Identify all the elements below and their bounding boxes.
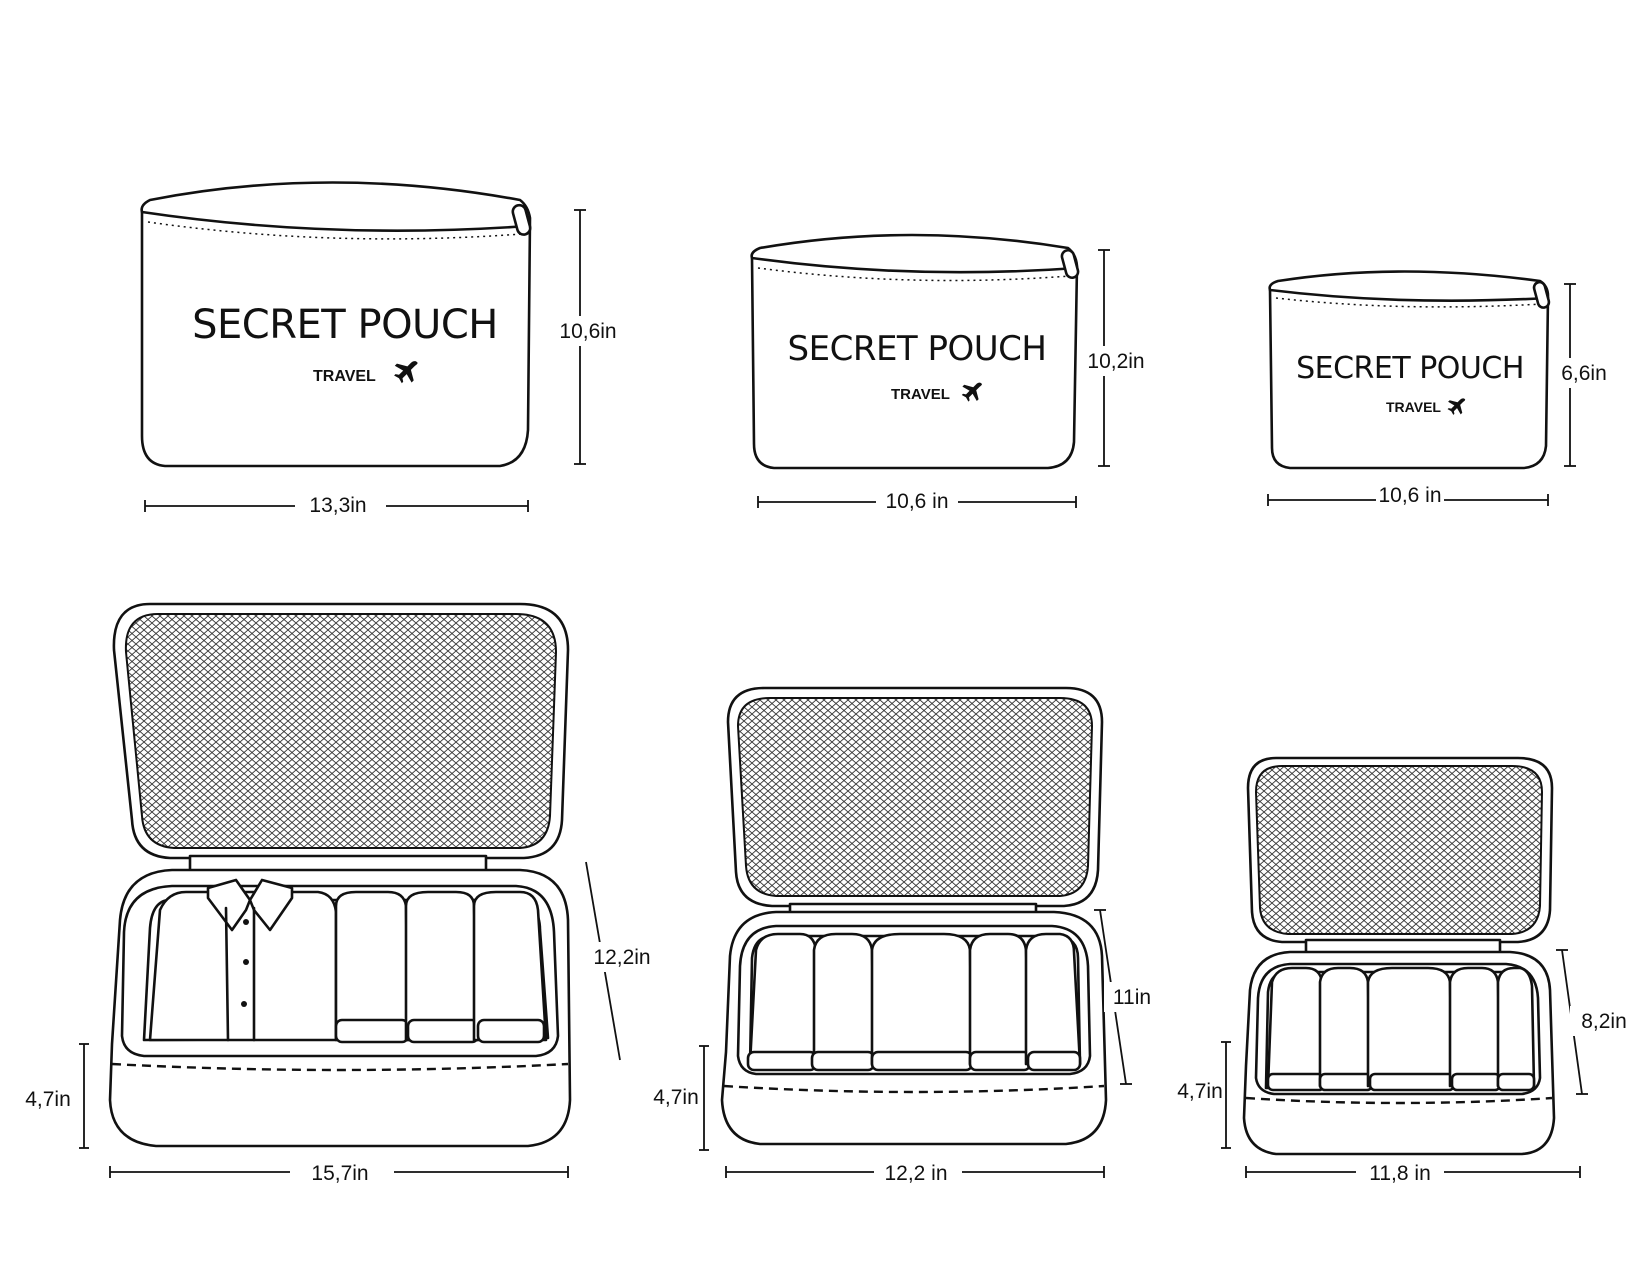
- pouch-brand-text: SECRET POUCH: [1296, 351, 1524, 386]
- width-dimension: 10,6 in: [757, 490, 1077, 513]
- width-label: 12,2 in: [884, 1162, 947, 1185]
- height-dimension: 4,7in: [20, 1043, 89, 1149]
- height-dimension: 10,2in: [1082, 249, 1145, 467]
- pouch-brand-text: SECRET POUCH: [788, 329, 1047, 369]
- height-label: 4,7in: [653, 1086, 699, 1109]
- height-label: 10,6in: [559, 320, 616, 343]
- pouch-sub-text: TRAVEL: [891, 386, 950, 403]
- height-label: 6,6in: [1561, 362, 1607, 385]
- packing-cube-large: 12,2in 4,7in 15,7in: [20, 602, 651, 1185]
- height-label: 4,7in: [1177, 1080, 1223, 1103]
- width-label: 13,3in: [309, 494, 366, 517]
- depth-label: 12,2in: [593, 946, 650, 969]
- width-label: 15,7in: [311, 1162, 368, 1185]
- width-dimension: 15,7in: [109, 1162, 569, 1185]
- pouch-small: SECRET POUCH TRAVEL 6,6in 10,6 in: [1267, 270, 1610, 507]
- depth-dimension: 8,2in: [1556, 949, 1630, 1095]
- depth-dimension: 12,2in: [585, 861, 651, 1061]
- pouch-medium: SECRET POUCH TRAVEL 10,2in 10,6 in: [750, 233, 1145, 513]
- depth-label: 8,2in: [1581, 1010, 1627, 1033]
- pouch-sub-text: TRAVEL: [313, 368, 376, 385]
- packing-cube-small: 8,2in 4,7in 11,8 in: [1174, 756, 1630, 1185]
- height-dimension: 4,7in: [650, 1045, 709, 1151]
- height-dimension: 10,6in: [556, 209, 617, 465]
- width-label: 10,6 in: [885, 490, 948, 513]
- packing-cube-medium: 11in 4,7in 12,2 in: [650, 686, 1152, 1185]
- height-dimension: 6,6in: [1554, 283, 1610, 467]
- width-dimension: 12,2 in: [725, 1162, 1105, 1185]
- height-label: 4,7in: [25, 1088, 71, 1111]
- depth-label: 11in: [1113, 986, 1151, 1009]
- width-dimension: 10,6 in: [1267, 484, 1549, 507]
- width-label: 10,6 in: [1378, 484, 1441, 507]
- height-label: 10,2in: [1087, 350, 1144, 373]
- width-label: 11,8 in: [1369, 1162, 1431, 1185]
- pouch-large: SECRET POUCH TRAVEL 10,6in 13,3in: [140, 181, 617, 517]
- pouch-sub-text: TRAVEL: [1386, 399, 1441, 415]
- width-dimension: 13,3in: [144, 494, 529, 517]
- width-dimension: 11,8 in: [1245, 1162, 1581, 1185]
- pouch-brand-text: SECRET POUCH: [192, 302, 498, 348]
- depth-dimension: 11in: [1094, 909, 1152, 1085]
- height-dimension: 4,7in: [1174, 1041, 1231, 1149]
